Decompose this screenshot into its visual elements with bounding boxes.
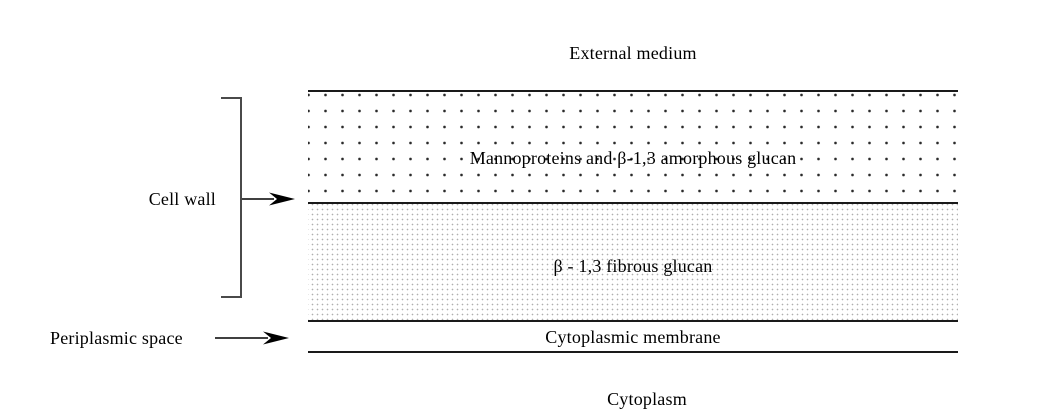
fibrous-glucan-label: β - 1,3 fibrous glucan <box>553 256 713 276</box>
cell-wall-arrow-icon <box>242 192 295 206</box>
cytoplasm-label: Cytoplasm <box>607 389 687 409</box>
external-medium-label: External medium <box>569 43 697 63</box>
cell-wall-bracket <box>221 97 242 298</box>
cell-layer-stack: Mannoproteins and β-1,3 amorphous glucan… <box>308 90 958 353</box>
cytoplasmic-membrane-band: Cytoplasmic membrane <box>308 322 958 353</box>
periplasmic-space-label: Periplasmic space <box>50 328 183 348</box>
periplasmic-space-arrow-icon <box>215 331 289 345</box>
fibrous-glucan-layer: β - 1,3 fibrous glucan <box>308 204 958 322</box>
cell-wall-label: Cell wall <box>148 189 216 209</box>
cytoplasmic-membrane-label: Cytoplasmic membrane <box>545 326 721 347</box>
amorphous-glucan-label: Mannoproteins and β-1,3 amorphous glucan <box>469 148 797 168</box>
amorphous-glucan-layer: Mannoproteins and β-1,3 amorphous glucan <box>308 90 958 204</box>
arrowhead <box>269 192 295 206</box>
arrowhead <box>263 331 289 345</box>
